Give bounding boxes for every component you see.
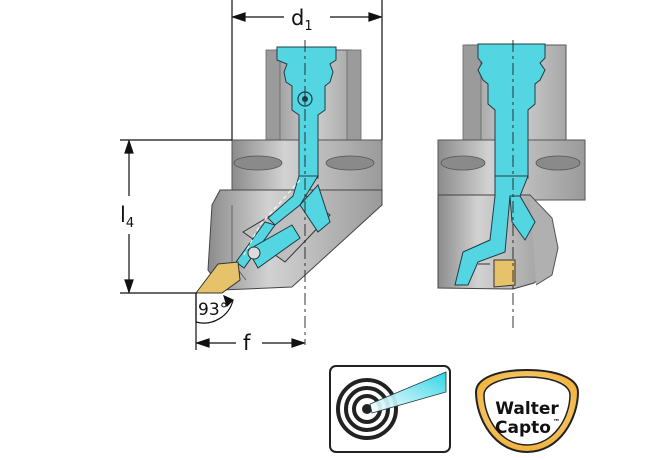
dimension-angle (195, 293, 235, 324)
walter-capto-logo: Walter Capto ™ (474, 368, 580, 454)
front-coolant-channel (235, 46, 337, 269)
front-insert (194, 261, 241, 294)
front-insert-screw (247, 246, 261, 260)
d1-label: d1 (291, 6, 313, 34)
side-view (437, 43, 586, 290)
front-view (194, 46, 383, 294)
internal-coolant-icon (329, 365, 451, 453)
dimension-d1 (231, 0, 383, 140)
l4-label: l4 (120, 203, 134, 231)
angle-label: 93° (198, 300, 228, 320)
dimension-l4 (120, 139, 232, 294)
side-coolant-channel (454, 43, 546, 286)
f-label: f (243, 331, 251, 355)
svg-text:Capto: Capto (495, 418, 551, 438)
svg-text:Walter: Walter (495, 399, 559, 419)
svg-text:™: ™ (553, 418, 560, 426)
side-insert (493, 259, 516, 288)
